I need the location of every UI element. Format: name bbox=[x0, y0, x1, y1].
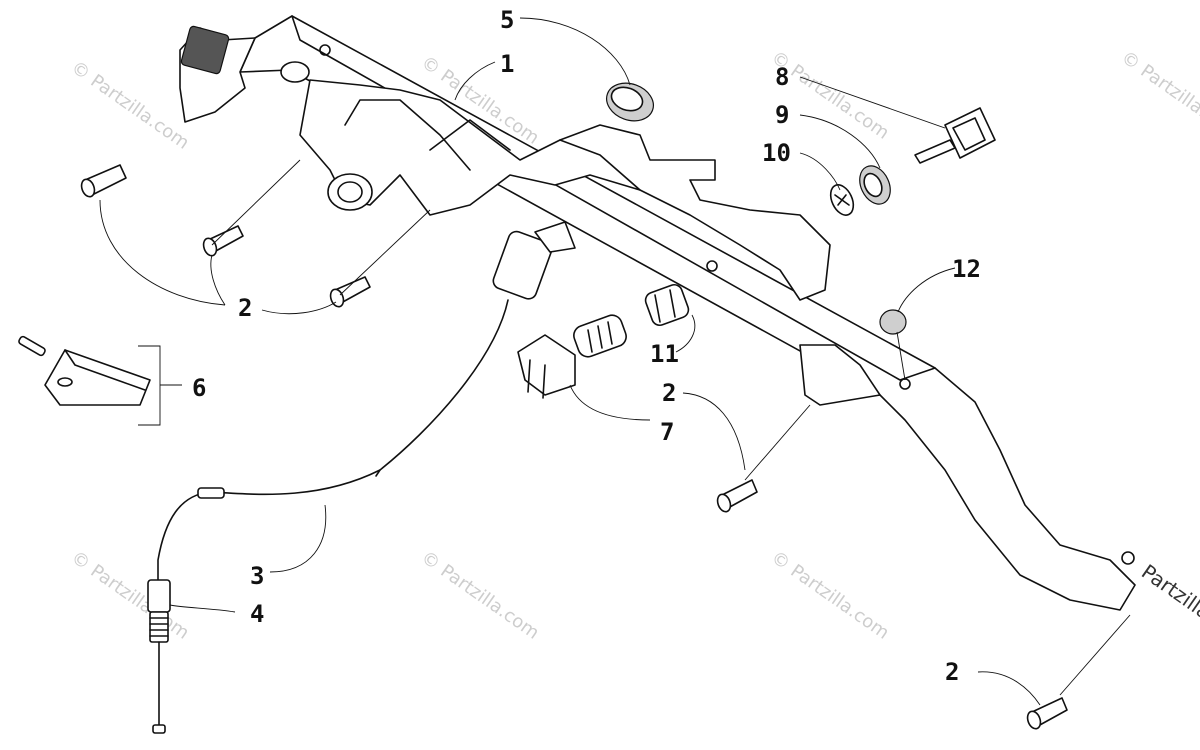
grommet-5 bbox=[606, 82, 654, 122]
plug-12 bbox=[879, 309, 907, 335]
callout-9: 9 bbox=[775, 101, 789, 129]
housing-hole bbox=[319, 44, 331, 56]
housing-center-contour bbox=[344, 99, 641, 191]
leader-lines bbox=[99, 17, 1131, 706]
callout-2: 2 bbox=[945, 658, 959, 686]
housing-right-lobe bbox=[799, 344, 881, 406]
pin bbox=[18, 335, 46, 357]
watermark: © Partzilla.com bbox=[767, 547, 893, 644]
screw bbox=[1026, 697, 1068, 730]
callout-7: 7 bbox=[660, 418, 674, 446]
callout-3: 3 bbox=[250, 562, 264, 590]
screw bbox=[80, 164, 127, 198]
callout-10: 10 bbox=[762, 139, 791, 167]
callout-2: 2 bbox=[238, 294, 252, 322]
callout-2: 2 bbox=[662, 379, 676, 407]
screw bbox=[202, 225, 244, 257]
watermark: © Partzilla.com bbox=[767, 47, 893, 144]
watermark: © Partzilla.com bbox=[1117, 47, 1200, 144]
sensor-cable-3 bbox=[157, 221, 576, 581]
callout-12: 12 bbox=[952, 255, 981, 283]
key-8 bbox=[914, 107, 996, 164]
housing-end-eyelet bbox=[1121, 551, 1135, 565]
screw bbox=[329, 276, 371, 308]
callout-6: 6 bbox=[192, 374, 206, 402]
nut-10 bbox=[829, 184, 855, 216]
callout-4: 4 bbox=[250, 600, 264, 628]
watermark: © Partzilla.com bbox=[67, 57, 193, 154]
callout-8: 8 bbox=[775, 63, 789, 91]
bracket-6 bbox=[18, 335, 182, 426]
sleeve-11 bbox=[644, 283, 690, 327]
callout-1: 1 bbox=[500, 50, 514, 78]
console-housing bbox=[179, 15, 1136, 611]
threaded-fitting-4 bbox=[147, 579, 171, 734]
callout-5: 5 bbox=[500, 6, 514, 34]
housing-center-body bbox=[299, 79, 831, 301]
housing-port-inner bbox=[337, 181, 363, 203]
watermark: © Partzilla.com bbox=[417, 547, 543, 644]
screws-2 bbox=[80, 164, 1068, 730]
housing-hole bbox=[706, 260, 718, 272]
callout-11: 11 bbox=[650, 340, 679, 368]
housing-left-connector bbox=[180, 25, 230, 75]
housing-port bbox=[327, 173, 373, 211]
housing-rail-edge bbox=[291, 15, 936, 381]
housing-top-opening bbox=[280, 61, 310, 83]
callout-labels: 5 1 8 9 10 12 2 6 11 2 7 3 4 2 bbox=[192, 6, 981, 686]
watermark-corner: Partzilla bbox=[1137, 559, 1200, 624]
watermark: © Partzilla.com bbox=[67, 547, 193, 644]
screw bbox=[716, 479, 758, 513]
switch-7 bbox=[517, 314, 627, 399]
bezel-9 bbox=[859, 165, 891, 205]
